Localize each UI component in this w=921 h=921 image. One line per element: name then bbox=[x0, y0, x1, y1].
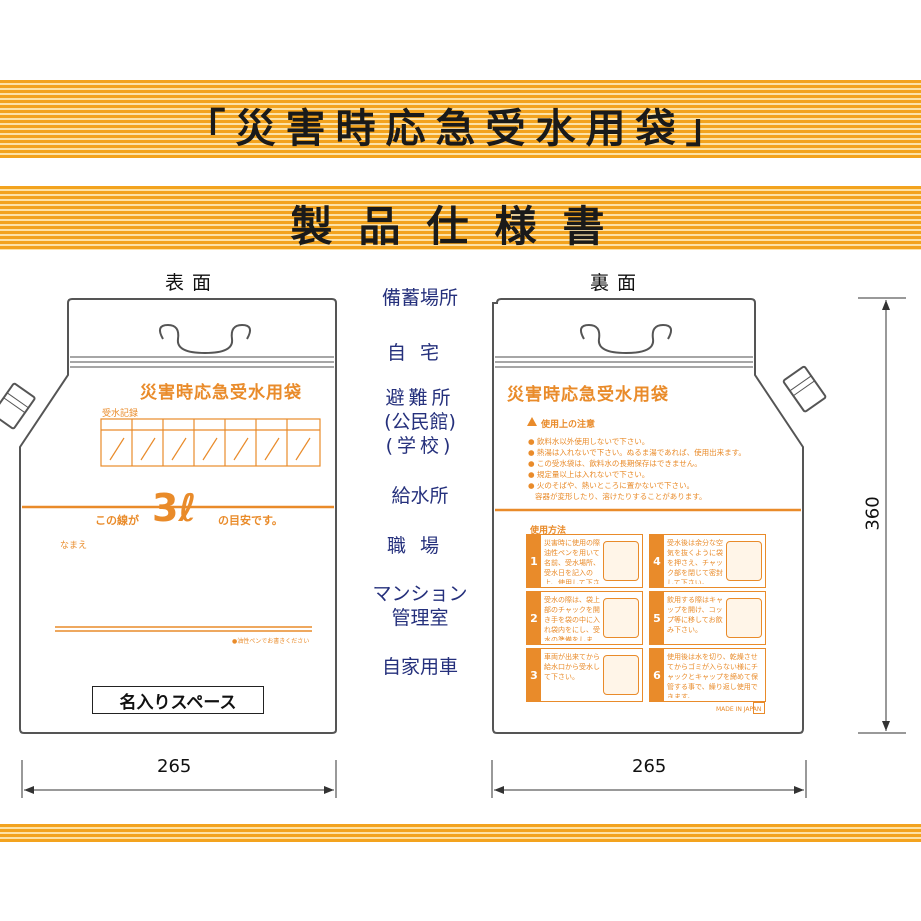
front-heading: 災害時応急受水用袋 bbox=[140, 383, 302, 403]
step-illustration-icon bbox=[726, 541, 762, 581]
step-illustration-icon bbox=[603, 655, 639, 695]
record-grid bbox=[100, 418, 321, 467]
caution-list: ● 飲料水以外使用しないで下さい。 ● 熱湯は入れないで下さい。ぬるま湯であれば… bbox=[528, 436, 768, 502]
step-text: 使用後は水を切り、乾燥させてからゴミが入らない様にチャックとキャップを締めて保管… bbox=[667, 653, 758, 698]
back-label: 裏面 bbox=[590, 272, 645, 294]
line-text-post: の目安です。 bbox=[218, 514, 283, 527]
step-text: 災害時に使用の際油性ペンを用いて名前、受水場所、受水日を記入の上、使用して下さい… bbox=[544, 539, 600, 584]
caution-item: 容器が変形したり、溶けたりすることがあります。 bbox=[535, 492, 707, 501]
step-number: 6 bbox=[650, 649, 664, 701]
caution-item: ● この受水袋は、飲料水の長期保存はできません。 bbox=[528, 459, 702, 468]
storage-item-management: 管理室 bbox=[391, 607, 449, 629]
caution-title: 使用上の注意 bbox=[541, 420, 596, 430]
storage-item-school: (学校) bbox=[385, 435, 455, 457]
bottom-banner bbox=[0, 824, 921, 842]
caution-item: ● 飲料水以外使用しないで下さい。 bbox=[528, 437, 650, 446]
step-illustration-icon bbox=[726, 598, 762, 638]
step-number: 4 bbox=[650, 535, 664, 587]
step-text: 受水後は余分な空気を抜くように袋を押さえ、チャック部を閉じて密封して下さい。 bbox=[667, 539, 723, 584]
front-width-label: 265 bbox=[157, 756, 192, 777]
name-space-label: 名入りスペース bbox=[119, 693, 237, 713]
storage-item-water-station: 給水所 bbox=[391, 485, 449, 507]
page-subtitle: 製品仕様書 bbox=[290, 202, 631, 251]
height-label: 360 bbox=[862, 496, 884, 531]
step-text: 受水の際は、袋上部のチャックを開き手を袋の中に入れ袋内をにし、受水の準備をします… bbox=[544, 596, 600, 641]
storage-item-home: 自宅 bbox=[386, 342, 453, 364]
back-width-label: 265 bbox=[632, 756, 667, 777]
back-heading: 災害時応急受水用袋 bbox=[507, 385, 669, 405]
step-number: 5 bbox=[650, 592, 664, 644]
usage-step: 2 受水の際は、袋上部のチャックを開き手を袋の中に入れ袋内をにし、受水の準備をし… bbox=[526, 591, 643, 645]
caution-item: ● 火のそばや、熱いところに置かないで下さい。 bbox=[528, 481, 694, 490]
page-title: 「災害時応急受水用袋」 bbox=[185, 105, 736, 152]
storage-item-mansion: マンション bbox=[372, 583, 468, 605]
storage-item-car: 自家用車 bbox=[381, 656, 458, 678]
usage-step: 5 飲用する際はキャップを開け、コップ等に移してお飲み下さい。 bbox=[649, 591, 766, 645]
name-label: なまえ bbox=[60, 541, 88, 551]
caution-item: ● 熱湯は入れないで下さい。ぬるま湯であれば、使用出来ます。 bbox=[528, 448, 746, 457]
storage-item-shelter: 避難所 bbox=[385, 387, 455, 409]
record-label: 受水記録 bbox=[102, 409, 139, 419]
warning-icon bbox=[527, 417, 537, 426]
storage-item-workplace: 職場 bbox=[386, 535, 453, 557]
front-width-dimension bbox=[21, 760, 337, 798]
height-dimension bbox=[858, 297, 906, 734]
usage-step: 6 使用後は水を切り、乾燥させてからゴミが入らない様にチャックとキャップを締めて… bbox=[649, 648, 766, 702]
pen-note: ●油性ペンでお書きください bbox=[232, 638, 310, 645]
storage-item-hall: (公民館) bbox=[384, 411, 456, 433]
step-number: 1 bbox=[527, 535, 541, 587]
line-amount: 3ℓ bbox=[152, 486, 197, 530]
step-text: 飲用する際はキャップを開け、コップ等に移してお飲み下さい。 bbox=[667, 596, 723, 634]
made-in-label: MADE IN JAPAN bbox=[716, 706, 762, 713]
step-number: 2 bbox=[527, 592, 541, 644]
back-width-dimension bbox=[491, 760, 807, 798]
title-banner bbox=[0, 80, 921, 158]
caution-item: ● 規定量以上は入れないで下さい。 bbox=[528, 470, 650, 479]
front-label: 表面 bbox=[165, 272, 220, 294]
step-illustration-icon bbox=[603, 541, 639, 581]
recycle-mark-icon bbox=[753, 702, 765, 714]
front-bag-outline bbox=[0, 298, 337, 734]
step-illustration-icon bbox=[603, 598, 639, 638]
usage-title: 使用方法 bbox=[530, 526, 567, 536]
line-text-pre: この線が bbox=[95, 514, 139, 527]
storage-heading: 備蓄場所 bbox=[381, 287, 458, 309]
usage-step: 3 車両が出来てから給水口から受水して下さい。 bbox=[526, 648, 643, 702]
usage-step: 1 災害時に使用の際油性ペンを用いて名前、受水場所、受水日を記入の上、使用して下… bbox=[526, 534, 643, 588]
step-number: 3 bbox=[527, 649, 541, 701]
name-space-box bbox=[92, 686, 264, 714]
step-text: 車両が出来てから給水口から受水して下さい。 bbox=[544, 653, 600, 681]
subtitle-banner bbox=[0, 186, 921, 250]
usage-step: 4 受水後は余分な空気を抜くように袋を押さえ、チャック部を閉じて密封して下さい。 bbox=[649, 534, 766, 588]
